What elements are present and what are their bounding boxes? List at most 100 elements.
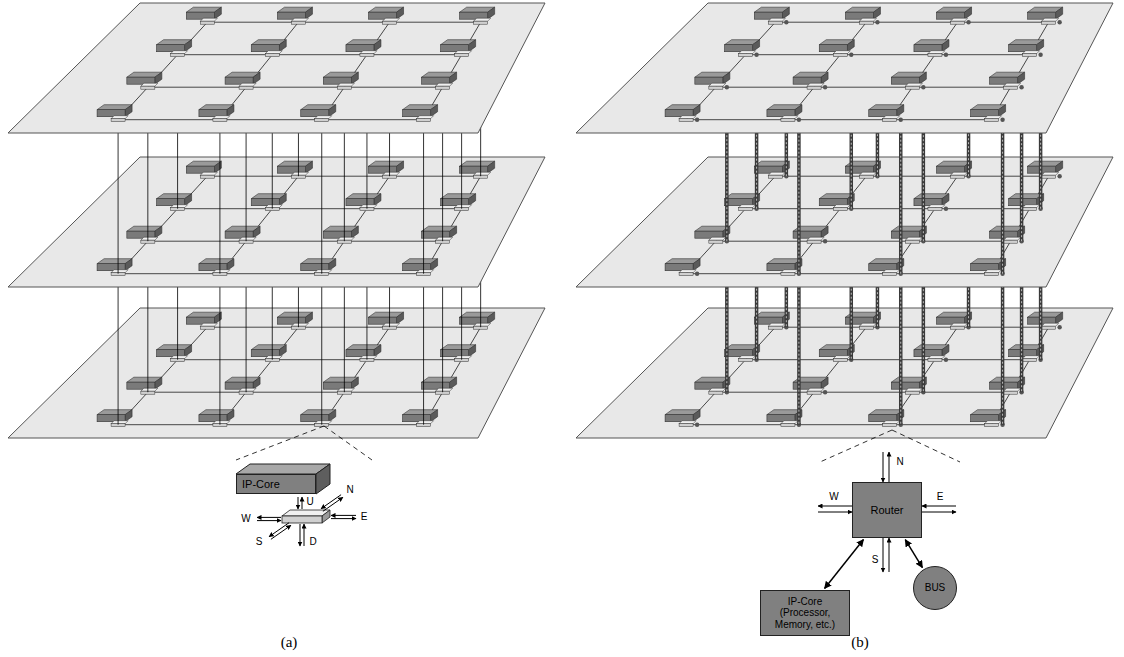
- core-side: [351, 72, 358, 84]
- mesh-link: [686, 327, 775, 425]
- router-block: [951, 326, 965, 329]
- node-text: IP-Core: [242, 478, 280, 491]
- tsv-pad: [823, 239, 827, 243]
- router-block: [265, 54, 279, 57]
- router-top: [985, 270, 1002, 273]
- tsv-pad: [823, 85, 827, 89]
- tsv-pad: [944, 53, 948, 57]
- port-arrow: [271, 525, 291, 539]
- router-block: [679, 119, 693, 122]
- router-top: [951, 172, 968, 175]
- router-block: [985, 273, 999, 276]
- core-side: [125, 259, 132, 271]
- router-block: [739, 359, 753, 362]
- core-side: [329, 105, 336, 117]
- port-arrow: [257, 520, 281, 521]
- chip-stack: [576, 3, 1113, 438]
- tsv-pad: [797, 118, 801, 122]
- mesh-link: [118, 22, 207, 120]
- link-arrow: [825, 540, 864, 589]
- router-top: [171, 356, 188, 359]
- router-top: [436, 83, 453, 86]
- router-top: [474, 172, 491, 175]
- core-side: [431, 105, 438, 117]
- tsv-pad: [944, 207, 948, 211]
- router-top: [417, 116, 434, 119]
- tsv-pad: [754, 53, 758, 57]
- chip-layer: [8, 157, 545, 287]
- chip-layer: [8, 3, 545, 133]
- vertical-link: [118, 274, 119, 425]
- router-top: [383, 18, 400, 21]
- core-side: [125, 410, 132, 422]
- mesh-link: [686, 22, 775, 120]
- router-top: [171, 205, 188, 208]
- core-side: [431, 410, 438, 422]
- core-side: [305, 161, 312, 173]
- vertical-link: [321, 274, 322, 425]
- core-side: [305, 312, 312, 324]
- mesh-link: [775, 327, 1048, 328]
- router-block: [859, 21, 873, 24]
- router-top: [141, 83, 158, 86]
- router-top: [1023, 205, 1040, 208]
- router-block: [1023, 359, 1037, 362]
- router-top: [200, 172, 217, 175]
- router-block: [951, 175, 965, 178]
- core-side: [305, 7, 312, 19]
- router-top: [200, 18, 217, 21]
- mesh-link: [775, 176, 1048, 177]
- router-top: [781, 421, 798, 424]
- port-arrow: [818, 512, 852, 513]
- router-block: [883, 424, 897, 427]
- core-side: [693, 259, 700, 271]
- tsv-pad: [944, 358, 948, 362]
- router-top: [455, 356, 472, 359]
- port-direction-label: E: [937, 492, 944, 502]
- core-side: [999, 105, 1006, 117]
- router-top: [1004, 388, 1021, 391]
- chip-layer: [576, 3, 1113, 133]
- router-block: [883, 119, 897, 122]
- vertical-link: [219, 120, 220, 274]
- router-block: [1023, 208, 1037, 211]
- core-side: [397, 312, 404, 324]
- core-side: [329, 410, 336, 422]
- port-arrow: [889, 452, 890, 482]
- router-top: [807, 388, 824, 391]
- router-top: [951, 18, 968, 21]
- mesh-link: [118, 273, 423, 274]
- figure-caption: (b): [851, 635, 869, 650]
- port-arrow: [818, 506, 852, 507]
- tsv-pad: [1000, 118, 1004, 122]
- tsv-pad: [875, 20, 879, 24]
- core-side: [1018, 72, 1025, 84]
- mesh-link: [118, 327, 207, 425]
- port-direction-label: N: [346, 485, 353, 495]
- router-block: [709, 391, 723, 394]
- router-block: [1042, 175, 1056, 178]
- router-block: [781, 119, 795, 122]
- core-side: [227, 105, 234, 117]
- router-block: [383, 21, 397, 24]
- router-top: [905, 83, 922, 86]
- router-top: [951, 323, 968, 326]
- router-top: [360, 51, 377, 54]
- router-block: [1042, 21, 1056, 24]
- router-block: [781, 273, 795, 276]
- mesh-link: [178, 54, 462, 55]
- port-arrow: [883, 452, 884, 482]
- core-side: [469, 194, 476, 206]
- router-top: [807, 83, 824, 86]
- tsv-pad: [1057, 325, 1061, 329]
- mesh-link: [148, 87, 443, 88]
- router-block: [474, 21, 488, 24]
- router-top: [171, 51, 188, 54]
- core-side: [351, 377, 358, 389]
- router-block: [928, 208, 942, 211]
- router-top: [111, 116, 128, 119]
- router-top: [436, 388, 453, 391]
- router-top: [679, 116, 696, 119]
